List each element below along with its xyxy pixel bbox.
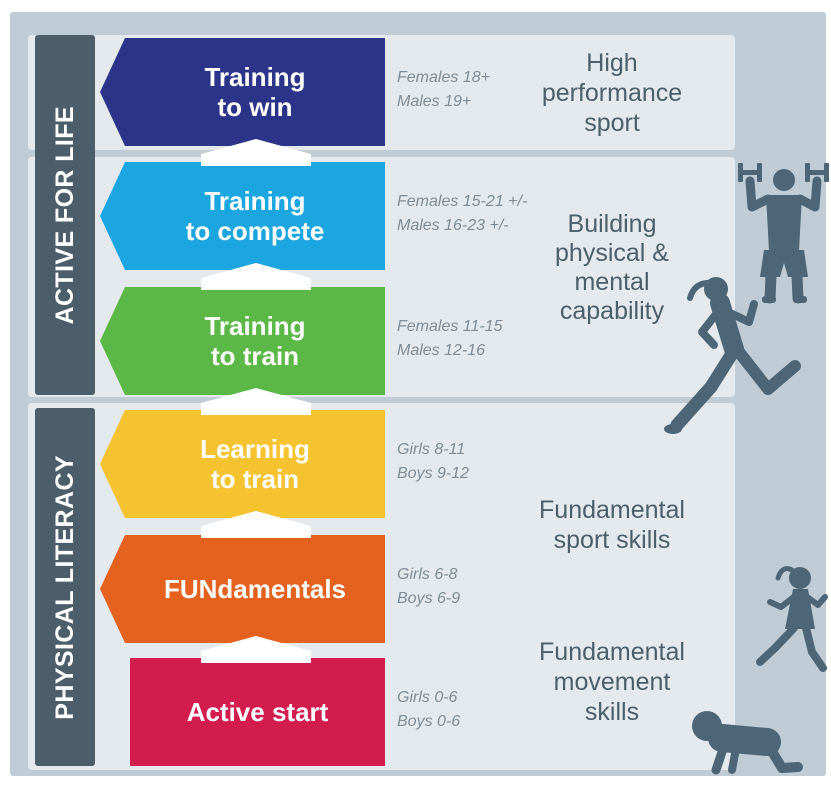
age-range-line: Females 15-21 +/- (397, 193, 528, 210)
description-line: mental (574, 268, 650, 296)
physical-literacy-bar: PHYSICAL LITERACY (35, 408, 95, 766)
description-line: skills (584, 698, 640, 726)
stage-label-line: Active start (186, 697, 329, 727)
stage-label-line: to train (210, 341, 300, 371)
stage-training-to-train: Training to train (100, 287, 385, 395)
high-performance-description: High performance sport (512, 48, 712, 138)
description-line: capability (559, 297, 665, 325)
stage-active-start: Active start (130, 658, 385, 766)
description-line: performance (541, 79, 683, 107)
description-line: movement (553, 668, 671, 696)
stage-fundamentals: FUNdamentals (100, 535, 385, 643)
age-range-training-to-compete: Females 15-21 +/- Males 16-23 +/- (397, 190, 527, 238)
capability-description: Building physical & mental capability (512, 210, 712, 326)
movement-skills-description: Fundamental movement skills (512, 637, 712, 727)
active-for-life-bar: ACTIVE FOR LIFE (35, 35, 95, 395)
active-for-life-label: ACTIVE FOR LIFE (50, 105, 79, 325)
age-range-fundamentals: Girls 6-8 Boys 6-9 (397, 563, 460, 611)
age-range-line: Males 19+ (397, 93, 472, 110)
stage-label-line: Learning (200, 434, 310, 464)
age-range-line: Girls 6-8 (397, 566, 458, 583)
age-range-active-start: Girls 0-6 Boys 0-6 (397, 686, 460, 734)
stage-training-to-win: Training to win (100, 38, 385, 146)
stage-label-line: to compete (185, 216, 325, 246)
stage-label-line: Training (204, 311, 306, 341)
description-line: Building (567, 210, 657, 238)
age-range-training-to-win: Females 18+ Males 19+ (397, 66, 490, 114)
age-range-training-to-train: Females 11-15 Males 12-16 (397, 315, 503, 363)
description-line: High (586, 49, 638, 77)
description-line: Fundamental (539, 496, 685, 524)
age-range-line: Boys 6-9 (397, 590, 461, 607)
stage-learning-to-train: Learning to train (100, 410, 385, 518)
stage-label-line: to win (217, 92, 293, 122)
stage-label-line: Training (204, 62, 306, 92)
age-range-line: Girls 8-11 (397, 441, 466, 458)
stage-label-line: to train (210, 464, 300, 494)
stage-label-line: Training (204, 186, 306, 216)
age-range-line: Males 16-23 +/- (397, 217, 509, 234)
age-range-line: Males 12-16 (397, 342, 486, 359)
age-range-line: Boys 9-12 (397, 465, 470, 482)
stage-label-line: FUNdamentals (163, 574, 347, 604)
sport-skills-description: Fundamental sport skills (512, 495, 712, 555)
age-range-line: Females 11-15 (397, 318, 503, 335)
description-line: Fundamental (539, 638, 685, 666)
description-line: physical & (555, 239, 669, 267)
age-range-learning-to-train: Girls 8-11 Boys 9-12 (397, 438, 469, 486)
age-range-line: Females 18+ (397, 69, 490, 86)
physical-literacy-label: PHYSICAL LITERACY (50, 454, 79, 720)
stage-training-to-compete: Training to compete (100, 162, 385, 270)
age-range-line: Boys 0-6 (397, 713, 461, 730)
description-line: sport skills (553, 526, 671, 554)
description-line: sport (584, 109, 640, 137)
age-range-line: Girls 0-6 (397, 689, 458, 706)
